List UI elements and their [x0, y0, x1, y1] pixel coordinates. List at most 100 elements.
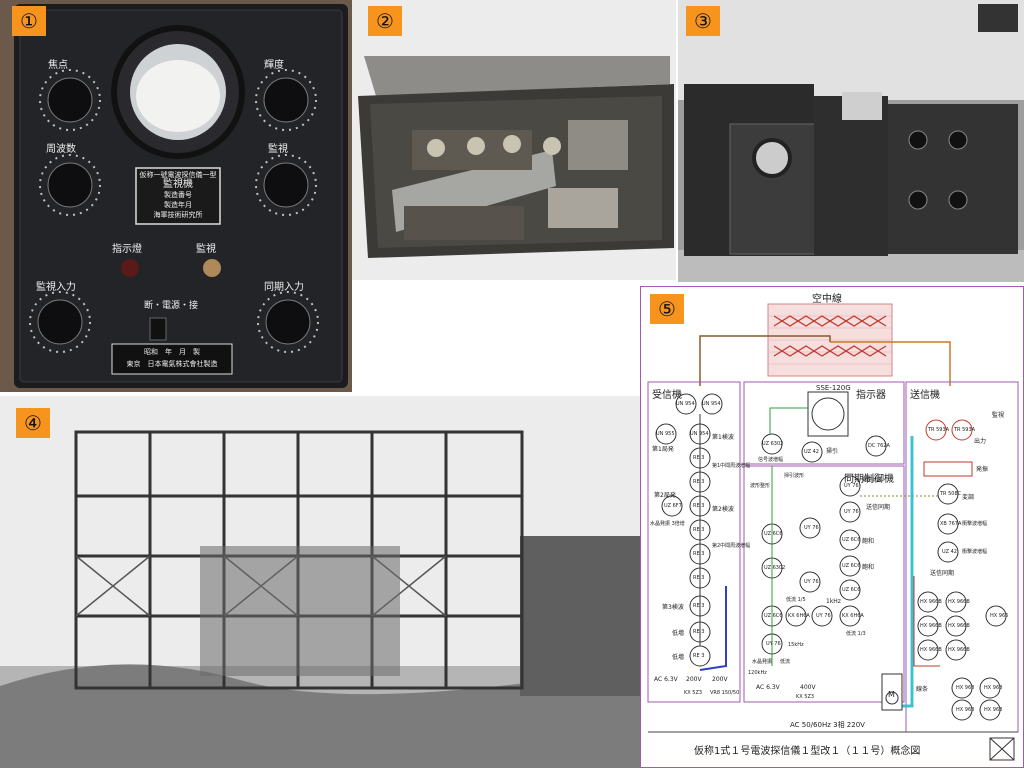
power-label: KX 5Z3: [684, 690, 703, 696]
photo-monitor-unit: ① 焦点 輝度 周波数 監視 監視入力 同期入力 仮称一號電: [0, 0, 352, 392]
tube-label: HX 966B: [948, 623, 970, 629]
note-label: 掃引: [826, 448, 839, 455]
plate-line: 製造年月: [164, 201, 192, 209]
panel-badge-5: ⑤: [650, 294, 684, 324]
tube-label: DC 762A: [868, 443, 890, 449]
tube-label: UZ 6C6: [764, 613, 783, 619]
knob-label-monitor-input: 監視入力: [36, 282, 76, 293]
plate-line: 海軍技術研究所: [153, 211, 203, 219]
tube-label: UZ 6C6: [764, 531, 783, 537]
mains-label: AC 50/60Hz 3相 220V: [790, 721, 865, 729]
maker-line: 東京 日本電氣株式會社製造: [126, 360, 218, 368]
note-label: 15kHz: [788, 642, 804, 648]
equipment-rack-drawing: [678, 0, 1024, 282]
monitor-unit-drawing: [0, 0, 352, 392]
note-label: 変調: [962, 494, 975, 501]
power-switch-label: 断・電源・接: [144, 301, 199, 311]
photo-open-case: ②: [352, 0, 676, 280]
note-label: 飽和: [862, 564, 875, 571]
tube-label: RE 3: [693, 575, 705, 581]
receiver-label: 受信機: [652, 390, 682, 401]
knob-label-sync-input: 同期入力: [264, 282, 304, 293]
tube-label: RE 3: [693, 455, 705, 461]
tube-label: HX 966B: [948, 599, 970, 605]
tube-label: RE 3: [693, 653, 705, 659]
tube-label: TR 508C: [940, 491, 962, 497]
tube-label: TR 593A: [954, 427, 976, 433]
tube-label: RE 3: [693, 503, 705, 509]
note-label: 線条: [916, 686, 929, 693]
panel-badge-4: ④: [16, 408, 50, 438]
tube-label: HX 968: [984, 685, 1003, 691]
device-plate: 仮称一號電波探信儀一型 監視機 製造番号 製造年月 海軍技術研究所: [138, 170, 218, 220]
tube-label: UY 76: [844, 509, 859, 515]
open-case-drawing: [352, 0, 676, 280]
sync-label: 同期制御機: [844, 474, 894, 485]
tube-label: UY 76: [804, 579, 819, 585]
note-label: 第1中間周波増幅: [712, 463, 751, 469]
note-label: 第1検波: [712, 434, 734, 441]
power-label: 200V: [712, 676, 728, 683]
tube-label: HX 966B: [948, 647, 970, 653]
plate-line: 仮称一號電波探信儀一型: [139, 171, 217, 179]
tube-label: UY 76: [816, 613, 831, 619]
power-label: 400V: [800, 684, 816, 691]
knob-label-frequency: 周波数: [46, 144, 76, 155]
tube-label: RE 3: [693, 527, 705, 533]
note-label: 水晶発振: [752, 659, 773, 665]
note-label: 信号波増幅: [758, 457, 784, 463]
power-label: AC 6.3V: [756, 684, 780, 691]
indicator-label: 指示器: [856, 390, 886, 401]
note-label: 監視: [992, 412, 1005, 419]
note-label: 低増: [672, 654, 685, 661]
transmitter-label: 送信機: [910, 390, 940, 401]
plate-line: 製造番号: [164, 191, 192, 199]
maker-plate: 昭和 年 月 製 東京 日本電氣株式會社製造: [114, 346, 230, 370]
knob-label-focus: 焦点: [48, 60, 68, 71]
schematic-drawing: [640, 286, 1024, 768]
tube-label: UN 954: [676, 401, 695, 407]
tube-label: UN 954: [690, 431, 709, 437]
tube-label: KX 6H6A: [842, 613, 864, 619]
note-label: 第3検波: [662, 604, 684, 611]
power-label: VR8 150/50: [710, 690, 740, 696]
power-label: AC 6.3V: [654, 676, 678, 683]
maker-line: 昭和 年 月 製: [144, 348, 200, 356]
note-label: 低増: [672, 630, 685, 637]
panel-badge-2: ②: [368, 6, 402, 36]
tube-label: RE 3: [693, 551, 705, 557]
note-label: 低流 1/5: [786, 597, 806, 603]
photo-antenna-structure: ④: [0, 396, 640, 768]
tube-label: UZ 6F7: [664, 503, 682, 509]
note-label: 低流 1/3: [846, 631, 866, 637]
note-label: 発振: [976, 466, 989, 473]
photo-equipment-rack: ③: [678, 0, 1024, 282]
tube-label: RE 3: [693, 629, 705, 635]
tube-label: XB 767A: [940, 521, 962, 527]
tube-label: UZ 42: [942, 549, 957, 555]
note-label: 出力: [974, 438, 987, 445]
tube-label: HX 966: [990, 613, 1009, 619]
antenna-label: 空中線: [812, 294, 842, 305]
tube-label: UZ 6302: [764, 565, 786, 571]
note-label: 水晶発振 3倍增: [650, 521, 685, 527]
note-label: 衝撃波増幅: [962, 521, 988, 527]
tube-label: HX 966B: [920, 647, 942, 653]
power-label: 200V: [686, 676, 702, 683]
note-label: 第2検波: [712, 506, 734, 513]
note-label: 第2中間周波増幅: [712, 543, 751, 549]
tube-label: UY 76: [766, 641, 781, 647]
indicator-crt-label: SSE-120G: [816, 384, 851, 392]
tube-label: UN 954: [702, 401, 721, 407]
note-label: 120kHz: [748, 670, 767, 676]
note-label: 掃引波形: [784, 473, 805, 479]
antenna-structure-drawing: [0, 396, 640, 768]
tube-label: HX 966B: [920, 599, 942, 605]
note-label: 飽和: [862, 538, 875, 545]
knob-label-brightness: 輝度: [264, 60, 284, 71]
lamp-label-indicator: 指示燈: [112, 244, 142, 255]
tube-label: TR 593A: [928, 427, 950, 433]
plate-line: 監視機: [163, 179, 193, 190]
note-label: 衝撃波増幅: [962, 549, 988, 555]
tube-label: HX 966B: [920, 623, 942, 629]
